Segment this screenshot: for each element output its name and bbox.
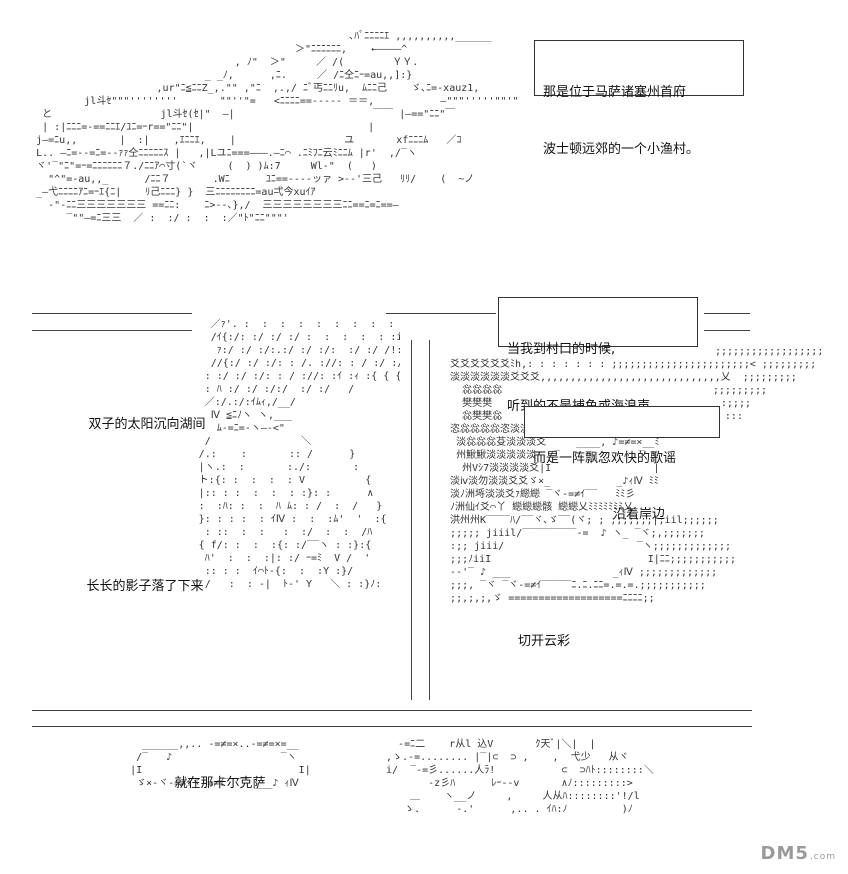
caption-line: 波士顿远郊的一个小渔村。 [543, 142, 700, 157]
watermark-domain: .com [809, 852, 836, 862]
song-bubble-4: 切开云彩 [517, 634, 570, 649]
song-bubble-5: 就在那卡尔克萨 [174, 776, 266, 791]
panel-divider [32, 726, 752, 727]
ascii-art-scribble: -=ﾆ二 r从l 込V ｸ天ﾞ|＼| | ,ゝ.-=........ |‾|⊂ … [386, 739, 654, 815]
panel-divider [704, 330, 750, 331]
caption-box-2: 当我到村口的时候, 听到的不是捕鱼或海浪声 [498, 297, 698, 414]
caption-box-3: 而是一阵飘忽欢快的歌谣 [524, 406, 720, 466]
panel-divider-vertical [411, 340, 412, 700]
panel-divider [386, 313, 496, 314]
song-bubble-1: 双子的太阳沉向湖间 [88, 417, 206, 432]
caption-box-1: 那是位于马萨诸塞州首府 波士顿远郊的一个小渔村。 [534, 40, 744, 157]
panel-divider [704, 313, 750, 314]
song-bubble-2: 长长的影子落了下来 [86, 579, 204, 594]
ascii-art-figure: ／ｧ'. : : : : : : : : : ＼ /ｲ{:/: :/ :/ :/… [198, 319, 400, 590]
panel-divider [32, 313, 192, 314]
song-bubble-3: 沿着岸边 [612, 507, 665, 522]
site-watermark: DM5.com [761, 843, 836, 864]
panel-divider [32, 330, 192, 331]
ascii-art-car: ､ﾊﾟﾆﾆﾆﾆｴ ,,,,,,,,,,______ ＞"ﾆﾆﾆﾆﾆﾆ, ←―――… [36, 31, 519, 224]
panel-divider [32, 710, 752, 711]
ascii-art-bubble-outline: ______,,.. -=≠=×..-=≠=×=__ /‾ ♪ ‾ヽ |I I|… [130, 739, 311, 789]
panel-divider-vertical [429, 340, 430, 700]
caption-line: 而是一阵飘忽欢快的歌谣 [533, 451, 677, 466]
caption-line: 当我到村口的时候, [507, 342, 616, 357]
caption-line: 那是位于马萨诸塞州首府 [543, 85, 687, 100]
watermark-brand: DM5 [760, 843, 809, 864]
ascii-art-crowd: ;;;;;;;;;;;;;;;;;; 爻爻爻爻爻爻ﾐh,: : : : : : … [450, 346, 824, 604]
